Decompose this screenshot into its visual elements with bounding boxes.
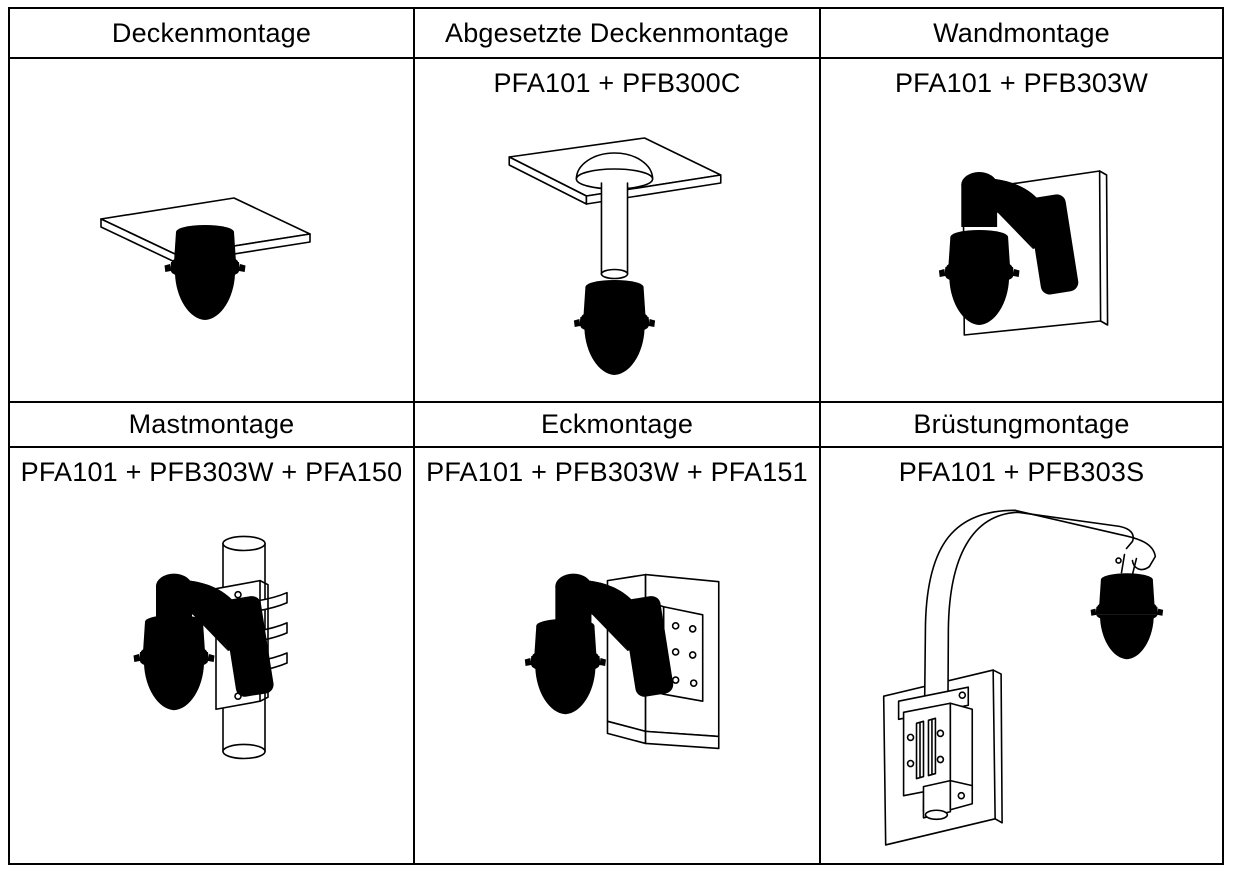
header-label: Abgesetzte Deckenmontage [444, 17, 789, 48]
header-label: Eckmontage [540, 409, 694, 439]
cell-pendant-ceiling-mount: PFA101 + PFB300C [415, 59, 821, 403]
header-label: Wandmontage [933, 17, 1110, 48]
pole-mount-drawing [133, 535, 288, 760]
header-label: Brüstungmontage [913, 409, 1130, 439]
cell-corner-mount: PFA101 + PFB303W + PFA151 [415, 448, 821, 863]
header-corner-mount: Eckmontage [415, 403, 821, 448]
cell-ceiling-mount [10, 59, 415, 403]
header-pendant-ceiling-mount: Abgesetzte Deckenmontage [415, 9, 821, 59]
cell-parapet-mount: PFA101 + PFB303S [821, 448, 1222, 863]
parapet-mount-drawing [882, 509, 1164, 846]
header-parapet-mount: Brüstungmontage [821, 403, 1222, 448]
product-label: PFA101 + PFB303W [894, 68, 1149, 98]
header-wall-mount: Wandmontage [821, 9, 1222, 59]
wall-mount-drawing [938, 170, 1109, 336]
header-pole-mount: Mastmontage [10, 403, 415, 448]
product-label: PFA101 + PFB303W + PFA151 [426, 457, 808, 487]
header-label: Mastmontage [128, 409, 295, 439]
pendant-ceiling-mount-drawing [508, 137, 722, 375]
cell-pole-mount: PFA101 + PFB303W + PFA150 [10, 448, 415, 863]
product-label: PFA101 + PFB303W + PFA150 [20, 457, 403, 487]
cell-wall-mount: PFA101 + PFB303W [821, 59, 1222, 403]
product-label: PFA101 + PFB303S [898, 457, 1145, 487]
product-label: PFA101 + PFB300C [493, 68, 741, 98]
mounting-options-table: Deckenmontage Abgesetzte Deckenmontage W… [8, 7, 1224, 865]
header-label: Deckenmontage [111, 17, 312, 48]
ceiling-mount-drawing [100, 197, 311, 320]
header-ceiling-mount: Deckenmontage [10, 9, 415, 59]
corner-mount-drawing [524, 573, 720, 750]
